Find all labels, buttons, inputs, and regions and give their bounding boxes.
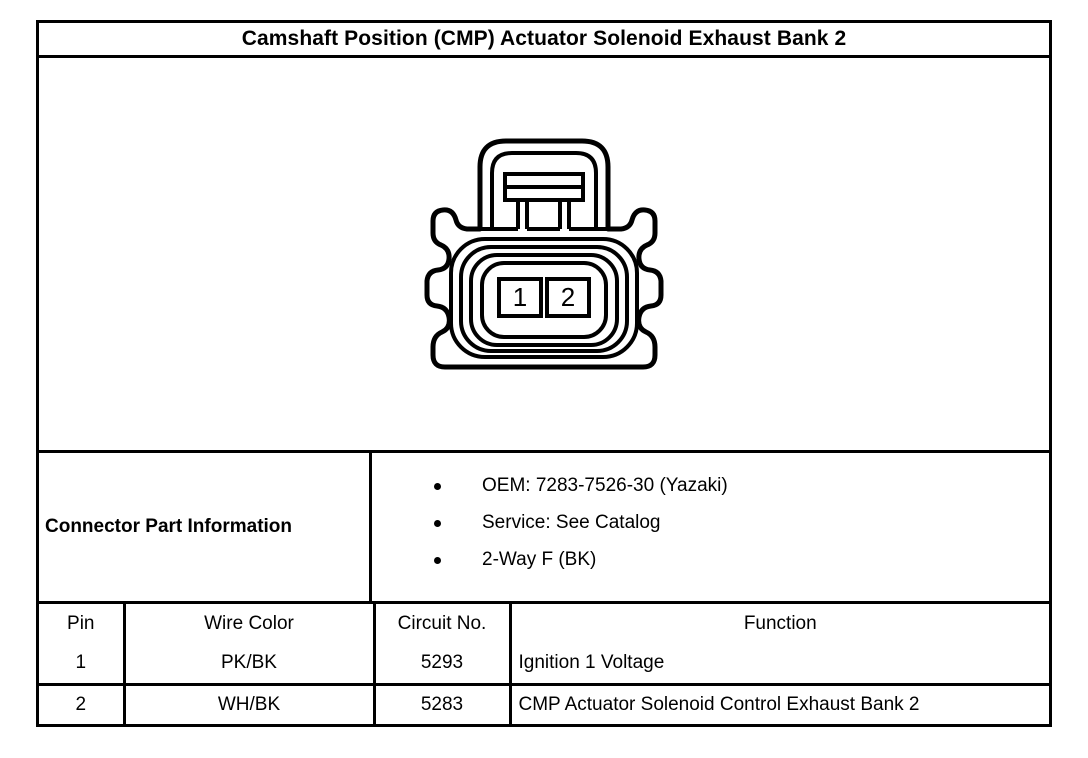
connector-housing-ring-1: [449, 237, 639, 359]
column-header-circuit-no: Circuit No.: [374, 604, 512, 644]
connector-housing-ring-4: [480, 261, 608, 339]
list-item: Service: See Catalog: [372, 504, 1049, 541]
cell-wire-color: PK/BK: [124, 644, 376, 686]
cell-pin: 1: [39, 644, 126, 686]
connector-latch-hood-outline: [490, 151, 598, 231]
connector-cavity-2-label: 2: [561, 282, 575, 312]
connector-part-information-list: OEM: 7283-7526-30 (Yazaki) Service: See …: [372, 467, 1049, 578]
list-item: 2-Way F (BK): [372, 541, 1049, 578]
table-row: 1 PK/BK 5293 Ignition 1 Voltage: [39, 644, 1049, 686]
connector-housing-ring-3: [469, 253, 619, 347]
pin-assignment-table: Pin Wire Color Circuit No. Function 1 PK…: [39, 604, 1049, 724]
column-header-function: Function: [743, 613, 817, 634]
connector-cavity-1-box: [497, 277, 543, 318]
connector-outer-body-outline: [424, 138, 664, 370]
connector-part-information-body: OEM: 7283-7526-30 (Yazaki) Service: See …: [372, 453, 1049, 601]
cell-wire-color: WH/BK: [124, 684, 376, 724]
connector-part-information-row: Connector Part Information OEM: 7283-752…: [39, 453, 1049, 604]
sheet-title-bar: Camshaft Position (CMP) Actuator Solenoi…: [39, 23, 1049, 58]
cell-circuit-no: 5293: [374, 644, 512, 686]
connector-cavity-2-box: [545, 277, 591, 318]
page-title: Camshaft Position (CMP) Actuator Solenoi…: [241, 27, 847, 50]
column-header-pin: Pin: [39, 604, 126, 644]
connector-part-information-label-cell: Connector Part Information: [39, 453, 372, 601]
connector-face-view-illustration: 1 2: [424, 138, 664, 370]
connector-part-information-label: Connector Part Information: [45, 516, 293, 537]
cell-function: Ignition 1 Voltage: [510, 644, 1049, 686]
column-header-wire-color: Wire Color: [124, 604, 376, 644]
cell-pin: 2: [39, 684, 126, 724]
connector-information-sheet: Camshaft Position (CMP) Actuator Solenoi…: [36, 20, 1052, 727]
connector-housing-ring-2: [459, 245, 629, 353]
cell-circuit-no: 5283: [374, 684, 512, 724]
connector-latch-bar-lower: [503, 185, 585, 202]
connector-diagram-area: 1 2: [39, 58, 1049, 453]
list-item: OEM: 7283-7526-30 (Yazaki): [372, 467, 1049, 504]
cell-function: CMP Actuator Solenoid Control Exhaust Ba…: [518, 693, 920, 715]
table-row: 2 WH/BK 5283 CMP Actuator Solenoid Contr…: [39, 684, 1049, 724]
table-header-row: Pin Wire Color Circuit No. Function: [39, 604, 1049, 644]
connector-cavity-1-label: 1: [513, 282, 527, 312]
